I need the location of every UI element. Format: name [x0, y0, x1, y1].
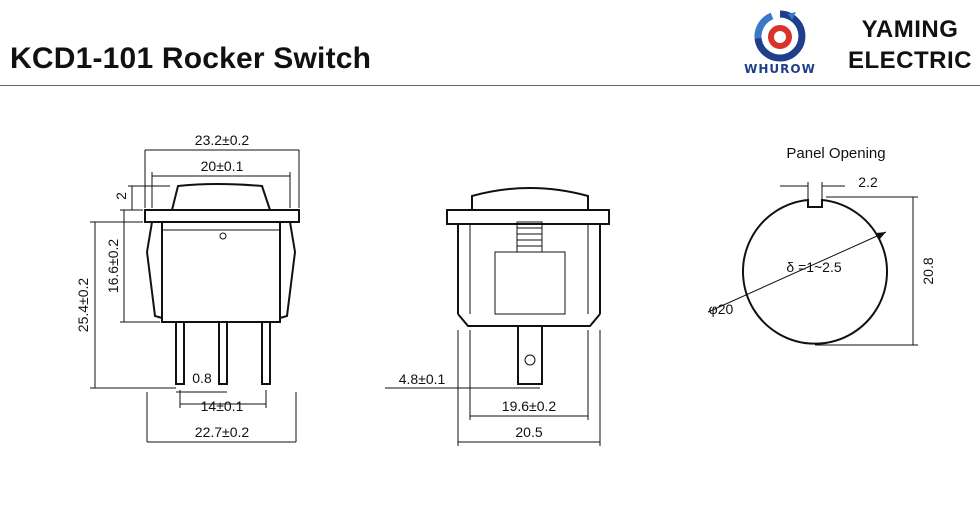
- panel-opening-title: Panel Opening: [786, 145, 885, 162]
- dim-body-height: 16.6±0.2: [105, 239, 121, 294]
- side-dome: [471, 187, 589, 210]
- side-base: [457, 313, 601, 327]
- panel-opening-outline: [742, 198, 888, 345]
- header-divider: [0, 85, 980, 86]
- dim-overall-width: 23.2±0.2: [195, 132, 250, 148]
- dim-opening-height: 20.8: [920, 257, 936, 284]
- brand-line-2: ELECTRIC: [848, 47, 972, 74]
- rocker-actuator: [171, 183, 271, 211]
- left-clip: [145, 221, 163, 319]
- front-flange: [144, 209, 300, 223]
- dim-opening-diameter: φ20: [709, 301, 734, 317]
- page-title: KCD1-101 Rocker Switch: [10, 42, 372, 75]
- dim-inner-width: 20±0.1: [201, 158, 244, 174]
- dim-panel-thickness: δ =1~2.5: [786, 259, 841, 275]
- dim-pin-spacing: 14±0.1: [201, 398, 244, 414]
- brand-logo-icon: [754, 10, 806, 62]
- dim-pin-width: 0.8: [192, 370, 212, 386]
- side-spring: [516, 221, 543, 253]
- dim-flange-width: 20.5: [515, 424, 542, 440]
- dim-rocker-offset: 2: [113, 192, 129, 200]
- dim-terminal-width: 4.8±0.1: [399, 371, 446, 387]
- dim-notch-width: 2.2: [858, 174, 878, 190]
- brand-line-1: YAMING: [861, 16, 959, 43]
- dim-side-body-width: 19.6±0.2: [502, 398, 557, 414]
- front-view: 23.2±0.2 20±0.1 2 16.6±0.2 25.4±0.2 0.8 …: [75, 132, 300, 443]
- logo-text: WHUROW: [744, 62, 816, 76]
- terminal-hole-icon: [524, 354, 536, 366]
- front-housing: [161, 221, 281, 323]
- side-view: 4.8±0.1 19.6±0.2 20.5: [385, 187, 610, 446]
- pin-middle: [218, 321, 228, 385]
- dim-total-height: 25.4±0.2: [75, 278, 91, 333]
- dim-base-width: 22.7±0.2: [195, 424, 250, 440]
- pin-left: [175, 321, 185, 385]
- pin-right: [261, 321, 271, 385]
- side-inner-body: [494, 251, 566, 315]
- side-flange: [446, 209, 610, 225]
- panel-opening-view: Panel Opening 2.2 δ =1~2.5 φ20 20.8: [707, 145, 936, 346]
- front-marker-icon: [219, 232, 227, 240]
- side-terminal: [517, 325, 543, 385]
- brand-name: YAMING ELECTRIC: [848, 14, 972, 76]
